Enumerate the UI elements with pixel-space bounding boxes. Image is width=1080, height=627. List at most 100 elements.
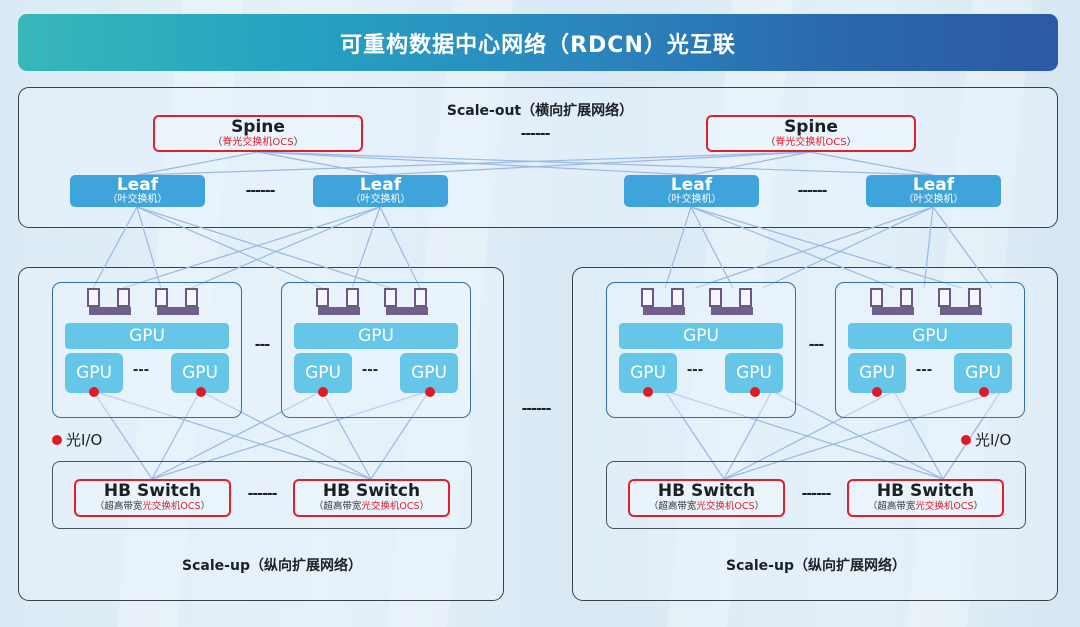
gpu-unit[interactable]: GPU xyxy=(848,353,906,393)
gpu-bar[interactable]: GPU xyxy=(619,323,783,349)
leaf-port-link xyxy=(690,206,963,289)
scale-up-label: Scale-up（纵向扩展网络） xyxy=(726,558,906,574)
optical-io-dot-icon xyxy=(318,387,328,397)
leaf-port-link xyxy=(136,206,391,289)
leaf-port-link xyxy=(690,206,734,289)
gpu-unit[interactable]: GPU xyxy=(171,353,229,393)
spine-name: Spine xyxy=(231,117,285,137)
leaf-port-link xyxy=(932,206,993,289)
gpu-unit[interactable]: GPU xyxy=(725,353,783,393)
optical-port-module-icon xyxy=(870,288,916,318)
leaf-switch[interactable]: Leaf （叶交换机） xyxy=(624,175,759,207)
gpu-ellipsis: --- xyxy=(915,363,933,378)
leaf-name: Leaf xyxy=(670,175,713,195)
optical-port-module-icon xyxy=(316,288,362,318)
leaf-port-link xyxy=(136,206,162,289)
optical-port-module-icon xyxy=(155,288,201,318)
spine-switch[interactable]: Spine （脊光交换机OCS） xyxy=(706,115,916,152)
hb-switch[interactable]: HB Switch （超高带宽光交换机OCS） xyxy=(628,479,785,517)
pod-ellipsis: --- xyxy=(254,337,270,353)
optical-io-label: 光I/O xyxy=(975,431,1012,449)
gpu-bar[interactable]: GPU xyxy=(294,323,458,349)
leaf-switch[interactable]: Leaf （叶交换机） xyxy=(70,175,205,207)
leaf-port-link xyxy=(92,206,138,289)
io-hb-link xyxy=(664,390,944,480)
leaf-name: Leaf xyxy=(359,175,402,195)
leaf-port-link xyxy=(379,206,421,289)
optical-io-label: 光I/O xyxy=(66,431,103,449)
leaf-port-link xyxy=(690,206,895,289)
optical-io-legend: 光I/O xyxy=(52,429,102,450)
hb-switch[interactable]: HB Switch （超高带宽光交换机OCS） xyxy=(847,479,1004,517)
spine-leaf-link xyxy=(379,151,811,176)
leaf-subtitle: （叶交换机） xyxy=(903,194,964,205)
hb-switch[interactable]: HB Switch （超高带宽光交换机OCS） xyxy=(293,479,450,517)
optical-io-dot-icon xyxy=(89,387,99,397)
io-hb-link xyxy=(664,390,725,480)
optical-port-module-icon xyxy=(384,288,430,318)
spine-ellipsis: ------ xyxy=(520,126,551,142)
hb-switch-group: HB Switch （超高带宽光交换机OCS） ------ HB Switch… xyxy=(606,461,1026,529)
io-hb-link xyxy=(370,390,430,480)
leaf-port-link xyxy=(190,206,381,289)
optical-io-dot-icon xyxy=(961,434,971,445)
hb-switch-name: HB Switch xyxy=(876,481,975,501)
gpu-ellipsis: --- xyxy=(361,363,379,378)
io-hb-link xyxy=(151,390,323,480)
leaf-port-link xyxy=(762,206,934,289)
leaf-port-link xyxy=(694,206,934,289)
io-hb-link xyxy=(942,390,1002,480)
leaf-name: Leaf xyxy=(912,175,955,195)
gpu-unit[interactable]: GPU xyxy=(400,353,458,393)
leaf-ellipsis: ------ xyxy=(797,183,828,199)
io-hb-link xyxy=(723,390,895,480)
gpu-pod: GPU GPU --- GPU xyxy=(606,282,796,418)
io-hb-link xyxy=(321,390,372,480)
spine-leaf-link xyxy=(809,151,934,176)
gpu-pod: GPU GPU --- GPU xyxy=(281,282,471,418)
optical-io-dot-icon xyxy=(196,387,206,397)
gpu-ellipsis: --- xyxy=(132,363,150,378)
gpu-pod: GPU GPU --- GPU xyxy=(835,282,1025,418)
hb-switch-name: HB Switch xyxy=(657,481,756,501)
spine-leaf-link xyxy=(136,151,259,176)
io-hb-link xyxy=(92,390,372,480)
hb-switch-subtitle: （超高带宽光交换机OCS） xyxy=(94,501,211,512)
gpu-unit[interactable]: GPU xyxy=(619,353,677,393)
io-hb-link xyxy=(199,390,372,480)
group-ellipsis: ------ xyxy=(521,401,552,417)
hb-switch-name: HB Switch xyxy=(322,481,421,501)
leaf-port-link xyxy=(136,206,323,289)
leaf-subtitle: （叶交换机） xyxy=(350,194,411,205)
gpu-bar[interactable]: GPU xyxy=(65,323,229,349)
leaf-port-link xyxy=(923,206,934,289)
leaf-port-link xyxy=(351,206,381,289)
spine-switch[interactable]: Spine （脊光交换机OCS） xyxy=(153,115,363,152)
hb-switch-name: HB Switch xyxy=(103,481,202,501)
hb-switch-subtitle: （超高带宽光交换机OCS） xyxy=(313,501,430,512)
spine-subtitle: （脊光交换机OCS） xyxy=(212,137,304,148)
hb-switch-ellipsis: ------ xyxy=(247,486,278,502)
hb-switch[interactable]: HB Switch （超高带宽光交换机OCS） xyxy=(74,479,231,517)
scale-up-label: Scale-up（纵向扩展网络） xyxy=(182,558,362,574)
io-hb-link xyxy=(893,390,944,480)
leaf-switch[interactable]: Leaf （叶交换机） xyxy=(313,175,448,207)
leaf-subtitle: （叶交换机） xyxy=(107,194,168,205)
hb-switch-subtitle: （超高带宽光交换机OCS） xyxy=(648,501,765,512)
scale-out-label: Scale-out（横向扩展网络） xyxy=(446,103,634,119)
gpu-unit[interactable]: GPU xyxy=(294,353,352,393)
io-hb-link xyxy=(151,390,201,480)
leaf-port-link xyxy=(664,206,692,289)
leaf-name: Leaf xyxy=(116,175,159,195)
gpu-unit[interactable]: GPU xyxy=(954,353,1012,393)
gpu-bar[interactable]: GPU xyxy=(848,323,1012,349)
leaf-switch[interactable]: Leaf （叶交换机） xyxy=(866,175,1001,207)
leaf-ellipsis: ------ xyxy=(245,183,276,199)
optical-io-dot-icon xyxy=(643,387,653,397)
gpu-unit[interactable]: GPU xyxy=(65,353,123,393)
optical-port-module-icon xyxy=(709,288,755,318)
optical-io-dot-icon xyxy=(425,387,435,397)
spine-leaf-link xyxy=(257,151,381,176)
gpu-pod: GPU GPU --- GPU xyxy=(52,282,242,418)
leaf-port-link xyxy=(122,206,381,289)
